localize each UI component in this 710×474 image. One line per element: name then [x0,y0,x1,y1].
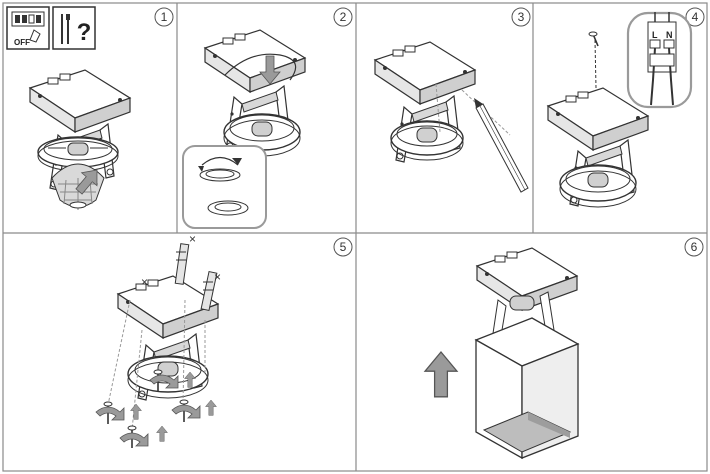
step-number-6: 6 [684,237,704,257]
screw-mark: × [189,232,196,246]
fixture-step-5: × × × [95,232,221,449]
fixture-step-6 [424,247,580,460]
fixture-step-1 [29,69,131,210]
svg-text:N: N [666,30,673,40]
breaker-off-icon: OFF [6,6,50,50]
step-number-3: 3 [511,7,531,27]
fixture-step-3 [374,41,529,193]
rotate-arrows-icon [95,374,201,447]
step-number-4: 4 [685,7,705,27]
ring-removal-callout [182,145,267,229]
fixture-step-2 [204,29,306,157]
svg-text:6: 6 [691,240,698,254]
wiring-callout: L N [626,11,693,109]
svg-text:2: 2 [340,10,347,24]
fixture-step-4 [547,31,649,208]
lift-arrow-icon [424,351,458,398]
wall-anchors [174,243,218,312]
svg-text:5: 5 [340,240,347,254]
tools-question-icon: ? [52,6,96,50]
svg-text:1: 1 [161,10,168,24]
pencil-icon [474,98,529,193]
svg-text:3: 3 [518,10,525,24]
screw-mark: × [141,275,148,289]
svg-text:?: ? [77,19,92,46]
screw-icon [588,31,599,47]
svg-text:OFF: OFF [14,38,30,47]
step-number-5: 5 [333,237,353,257]
screw-mark: × [214,270,221,284]
svg-text:L: L [652,30,658,40]
svg-text:4: 4 [692,10,699,24]
step-number-2: 2 [333,7,353,27]
cube-shade [474,317,580,460]
step-number-1: 1 [154,7,174,27]
